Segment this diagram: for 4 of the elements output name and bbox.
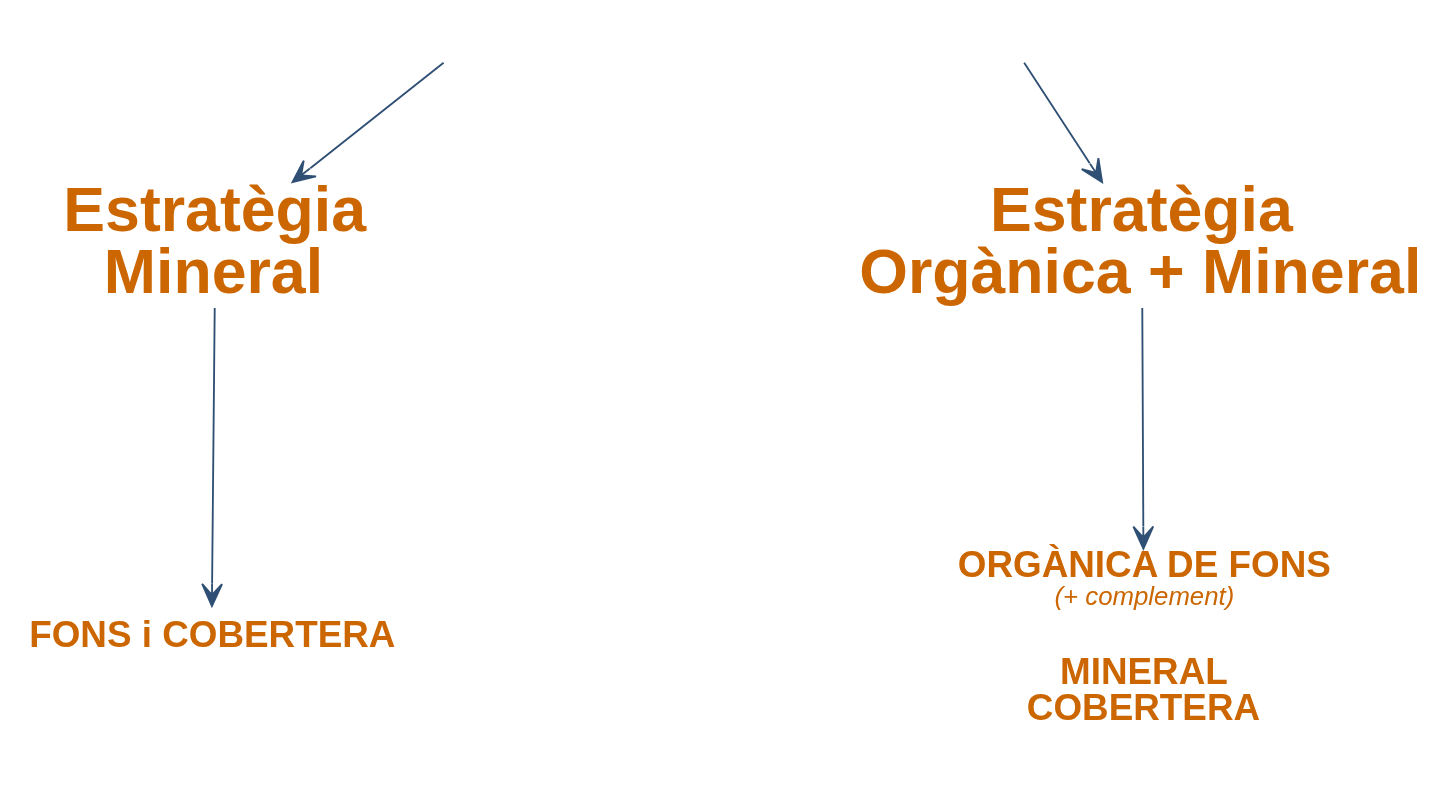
- node-text: Estratègia Orgànica + Mineral: [859, 173, 1422, 306]
- node-text: FONS i COBERTERA: [29, 613, 396, 655]
- node-text: Estratègia Mineral: [63, 173, 367, 306]
- node-text: ORGÀNICA DE FONS (+ complement) MINERAL COBERTERA: [957, 543, 1331, 728]
